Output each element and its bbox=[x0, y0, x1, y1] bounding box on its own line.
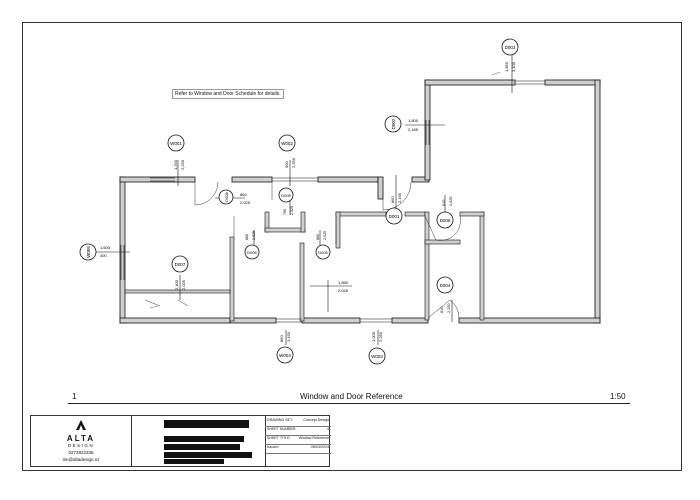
svg-text:1,150: 1,150 bbox=[286, 331, 291, 342]
svg-text:2,100: 2,100 bbox=[511, 61, 516, 72]
svg-text:1,800: 1,800 bbox=[408, 118, 419, 123]
dimension-ticks bbox=[149, 71, 501, 309]
company-email: tim@altadesign.nz bbox=[62, 457, 100, 462]
view-number: 1 bbox=[72, 392, 77, 401]
mountain-logo-icon bbox=[76, 420, 86, 430]
tag-d007: D007 2,400 2,025 bbox=[171, 255, 189, 290]
svg-text:D009: D009 bbox=[281, 193, 291, 198]
svg-text:D007: D007 bbox=[175, 262, 186, 267]
svg-text:2,400: 2,400 bbox=[174, 279, 179, 290]
company-name: ALTA bbox=[66, 434, 96, 443]
svg-text:W004: W004 bbox=[279, 353, 291, 358]
interior-door-dimension: 1,850 2,025 bbox=[338, 280, 349, 293]
sheet-fields: DRAWING SET: Concept Design SHEET NUMBER… bbox=[265, 416, 331, 466]
exterior-walls bbox=[119, 79, 601, 324]
svg-text:D002: D002 bbox=[391, 118, 396, 129]
svg-text:2,025: 2,025 bbox=[338, 288, 349, 293]
company-phone: 0272822336 bbox=[68, 450, 94, 455]
svg-text:1,850: 1,850 bbox=[338, 280, 349, 285]
svg-text:860: 860 bbox=[390, 196, 395, 203]
redaction-bar bbox=[164, 444, 240, 450]
schedule-note: Refer to Window and Door Schedule for de… bbox=[172, 89, 284, 99]
door-swings bbox=[144, 181, 461, 319]
svg-text:2,025: 2,025 bbox=[290, 206, 294, 215]
svg-text:D005: D005 bbox=[318, 250, 328, 255]
tag-w002: W002 900 2,250 bbox=[278, 134, 296, 168]
svg-text:900: 900 bbox=[284, 161, 289, 168]
field-sheet-number: SHEET NUMBER: 4 bbox=[265, 425, 331, 436]
field-issued: Issued: 28/03/2024 bbox=[265, 443, 331, 454]
tag-d008: D008 860 2,025 bbox=[218, 189, 251, 205]
tag-w003: W003 1,000 2,250 bbox=[368, 331, 386, 365]
redacted-project-info bbox=[131, 416, 266, 466]
svg-text:2,025: 2,025 bbox=[181, 279, 186, 290]
openings bbox=[120, 80, 545, 323]
drawing-sheet-border bbox=[22, 22, 682, 471]
redaction-bar bbox=[164, 452, 252, 458]
tag-d003: D003 1,850 2,100 bbox=[501, 38, 519, 72]
svg-text:W003: W003 bbox=[371, 354, 383, 359]
svg-text:860: 860 bbox=[245, 234, 249, 240]
svg-text:2,165: 2,165 bbox=[397, 192, 402, 203]
company-logo: ALTA DESIGN 0272822336 tim@altadesign.nz bbox=[31, 416, 132, 466]
svg-text:D001: D001 bbox=[389, 214, 400, 219]
tag-d001: D001 860 2,165 bbox=[385, 192, 403, 225]
leader-lines bbox=[96, 55, 513, 345]
tag-w001: W001 1,200 2,250 bbox=[167, 134, 185, 170]
svg-text:D005: D005 bbox=[247, 250, 257, 255]
view-title: Window and Door Reference bbox=[300, 392, 403, 401]
svg-text:2,165: 2,165 bbox=[408, 127, 419, 132]
svg-text:2,025: 2,025 bbox=[449, 196, 453, 206]
svg-text:1,600: 1,600 bbox=[100, 245, 111, 250]
tag-d005-right: D005 860 2,025 bbox=[315, 231, 331, 260]
svg-text:860: 860 bbox=[240, 192, 247, 197]
svg-text:D006: D006 bbox=[440, 218, 451, 223]
svg-text:2,250: 2,250 bbox=[378, 331, 383, 342]
field-drawing-set: DRAWING SET: Concept Design bbox=[265, 416, 331, 427]
svg-text:1,850: 1,850 bbox=[504, 61, 509, 72]
svg-text:2,250: 2,250 bbox=[180, 159, 185, 170]
svg-text:810: 810 bbox=[442, 200, 446, 206]
title-block: ALTA DESIGN 0272822336 tim@altadesign.nz… bbox=[30, 415, 331, 467]
svg-text:2,025: 2,025 bbox=[240, 200, 251, 205]
svg-text:W001: W001 bbox=[170, 141, 182, 146]
svg-text:W005: W005 bbox=[86, 246, 91, 258]
view-title-rule bbox=[68, 403, 630, 404]
redaction-bar bbox=[164, 436, 244, 442]
svg-text:2,025: 2,025 bbox=[323, 231, 327, 240]
svg-text:2,100: 2,100 bbox=[447, 303, 451, 313]
tag-d004: D004 810 2,100 bbox=[436, 276, 454, 313]
company-subtitle: DESIGN bbox=[67, 443, 95, 448]
svg-text:1,200: 1,200 bbox=[173, 159, 178, 170]
field-sheet-title: SHEET TITLE: Window Reference bbox=[265, 434, 331, 445]
tag-w004: W004 860 1,150 bbox=[276, 331, 294, 364]
svg-text:D003: D003 bbox=[505, 45, 516, 50]
svg-text:D008: D008 bbox=[224, 191, 229, 201]
svg-text:D004: D004 bbox=[440, 283, 451, 288]
svg-text:400: 400 bbox=[100, 253, 107, 258]
redaction-bar bbox=[164, 459, 224, 464]
svg-text:1,000: 1,000 bbox=[371, 331, 376, 342]
tag-d009: D009 760 2,025 bbox=[278, 187, 294, 215]
svg-text:860: 860 bbox=[279, 335, 284, 342]
svg-text:W002: W002 bbox=[281, 141, 293, 146]
svg-text:860: 860 bbox=[316, 234, 320, 240]
view-scale: 1:50 bbox=[610, 392, 626, 401]
tag-d002: D002 1,800 2,165 bbox=[384, 115, 419, 133]
svg-text:2,250: 2,250 bbox=[291, 157, 296, 168]
redaction-bar bbox=[164, 420, 249, 428]
svg-text:2,025: 2,025 bbox=[252, 231, 256, 240]
tag-w005: W005 1,600 400 bbox=[79, 243, 111, 261]
svg-text:810: 810 bbox=[440, 307, 444, 313]
interior-walls bbox=[124, 211, 485, 322]
tag-d006: D006 810 2,025 bbox=[436, 196, 454, 229]
svg-text:760: 760 bbox=[283, 209, 287, 215]
tag-d005-left: D005 860 2,025 bbox=[244, 231, 260, 260]
